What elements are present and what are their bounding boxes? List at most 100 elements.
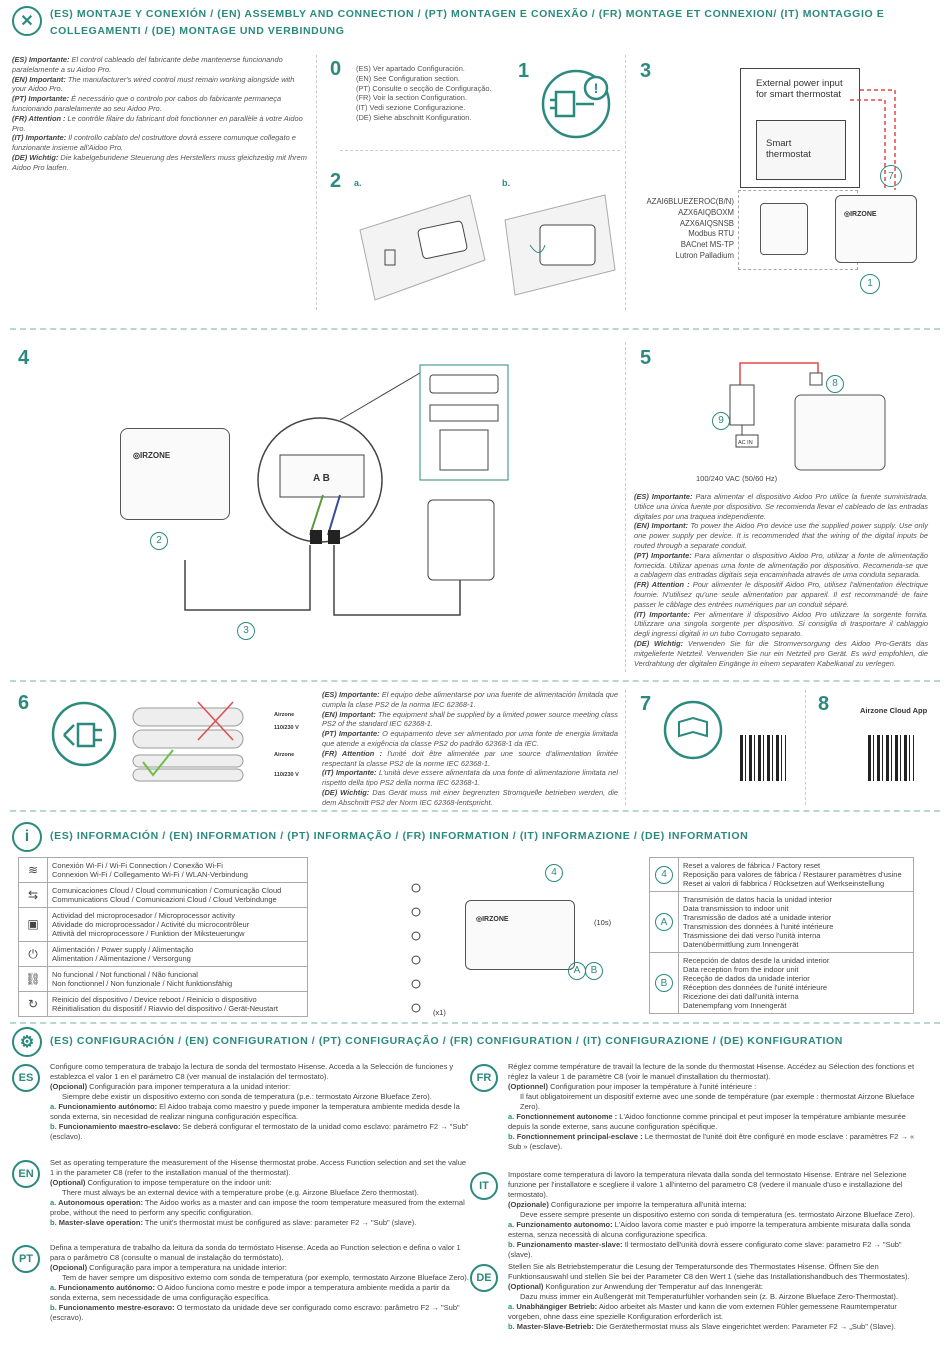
button-row-text: Transmissão de dados até a unidade inter… [683, 913, 832, 922]
led-row-text: Connexion Wi-Fi / Collegamento Wi-Fi / W… [52, 870, 248, 879]
step-5-text: (ES) Importante: Para alimentar el dispo… [634, 492, 928, 668]
lang-badge-fr: FR [470, 1064, 498, 1092]
button-row-text: Datenempfang vom Innengerät [683, 1001, 787, 1010]
led-table: ≋Conexión Wi-Fi / Wi-Fi Connection / Con… [18, 857, 308, 1017]
button-row-text: Receção de dados da unidade interior [683, 974, 810, 983]
config-block: Defina a temperatura de trabalho da leit… [50, 1243, 469, 1322]
note-paragraph: (ES) Importante: Para alimentar el dispo… [634, 492, 929, 521]
note-paragraph: (ES) Importante: El equipo debe alimenta… [322, 690, 618, 709]
aidoo-pro-device-4: ◎IRZONE [120, 428, 230, 520]
cable-volt-1: 110/230 V [274, 725, 299, 731]
wiring-diagram [184, 364, 509, 616]
led-row: ⇆Comunicaciones Cloud / Cloud communicat… [19, 883, 307, 908]
led-row-text: Conexión Wi-Fi / Wi-Fi Connection / Cone… [52, 861, 223, 870]
led-row-text: Non fonctionnel / Non funzionale / Nicht… [52, 979, 233, 988]
10s-label: (10s) [594, 918, 612, 927]
step-0-line: (DE) Siehe abschnitt Konfiguration. [356, 112, 472, 122]
model-item: AZAI6BLUEZEROC(B/N) [646, 197, 734, 206]
led-row: ⛓No funcional / Not functional / Não fun… [19, 967, 307, 992]
callout-7: 7 [880, 165, 902, 187]
config-title: (ES) CONFIGURACIÓN / (EN) CONFIGURATION … [50, 1035, 843, 1047]
note-paragraph: (IT) Importante: Per alimentare il dispo… [634, 609, 928, 639]
step-0-text: (ES) Ver apartado Configuración.(EN) See… [356, 64, 506, 123]
note-paragraph: (IT) Importante: Il controllo cablato de… [12, 133, 296, 153]
step-0-line: (FR) Voir la section Configuration. [356, 93, 467, 103]
manual-icon [663, 700, 723, 760]
led-row-text: No funcional / Not functional / Não func… [52, 970, 198, 979]
note-paragraph: (PT) Importante: O equipamento deve ser … [322, 729, 619, 748]
intro-notes: (ES) Importante: El control cableado del… [12, 55, 307, 173]
led-row-text: Alimentation / Alimentazione / Versorgun… [52, 954, 191, 963]
config-block: Impostare come temperatura di lavoro la … [508, 1170, 915, 1259]
led-row: ▣ Actividad del microprocesador / Micropr… [19, 908, 307, 942]
led-row-text: Comunicaciones Cloud / Cloud communicati… [52, 886, 282, 895]
note-paragraph: (PT) Importante: É necessário que o cont… [12, 94, 282, 113]
led-row-text: Réinitialisation du dispositif / Riavvio… [52, 1004, 278, 1013]
note-paragraph: (DE) Wichtig: Das Gerät muss mit einer b… [322, 787, 618, 807]
aidoo-pro-info-device: ◎IRZONE [465, 900, 575, 970]
led-row-text: Alimentación / Power supply / Alimentaçã… [52, 945, 194, 954]
callout-1: 1 [860, 273, 880, 294]
svg-text:!: ! [594, 80, 599, 96]
step-0-line: (EN) See Configuration section. [356, 73, 460, 83]
cpu-icon: ▣ [27, 917, 39, 931]
tools-icon: ✕ [12, 6, 42, 36]
step-2a-label: a. [354, 178, 362, 188]
button-row-text: Data transmission to indoor unit [683, 904, 789, 913]
smart-thermostat-label: Smart thermostat [766, 138, 811, 160]
cable-volt-2: 110/230 V [274, 772, 299, 778]
led-row-text: Reinicio del dispositivo / Device reboot… [52, 995, 257, 1004]
step-6-text: (ES) Importante: El equipo debe alimenta… [322, 690, 618, 808]
note-paragraph: (ES) Importante: El control cableado del… [12, 55, 283, 74]
model-item: Modbus RTU [688, 229, 734, 239]
callout-3: 3 [237, 621, 255, 640]
callout-2: 2 [150, 531, 168, 550]
button-row-text: Datenübermittlung zum Innengerät [683, 940, 799, 949]
model-item: BACnet MS-TP [680, 240, 734, 250]
button-row-text: Ricezione dei dati dall'unità interna [683, 992, 799, 1001]
section-header-config: ⚙ (ES) CONFIGURACIÓN / (EN) CONFIGURATIO… [12, 1027, 930, 1057]
unplug-icon: ! [541, 69, 611, 139]
wall-mount-illustration-b [504, 194, 616, 296]
note-paragraph: (DE) Wichtig: Verwenden Sie für die Stro… [634, 638, 928, 668]
aidoo-pro-device: ◎IRZONE [835, 195, 917, 263]
row-callout: 4 [655, 865, 673, 884]
wall-mount-illustration-a [359, 194, 486, 301]
button-row-text: Recepción de datos desde la unidad inter… [683, 956, 830, 965]
info-callout-a: A [568, 961, 586, 980]
section-header-info: i (ES) INFORMACIÓN / (EN) INFORMATION / … [12, 822, 930, 852]
step-5-number: 5 [640, 347, 652, 369]
section-header-assembly: ✕ (ES) MONTAJE Y CONEXIÓN / (EN) ASSEMBL… [12, 6, 930, 40]
external-power-label: External power input for smart thermosta… [756, 78, 843, 100]
row-callout: A [655, 913, 673, 931]
step-3-number: 3 [640, 60, 652, 82]
note-paragraph: (EN) Important: To power the Aidoo Pro d… [634, 521, 928, 550]
step-2-number: 2 [330, 170, 342, 192]
x1-label: (x1) [433, 1008, 446, 1017]
led-row-text: Actividad del microprocesador / Micropro… [52, 911, 235, 920]
note-paragraph: (FR) Attention : Le contrôle filaire du … [12, 113, 303, 133]
info-callout-4: 4 [545, 863, 563, 882]
button-row-text: Réception des données de l'unité intérie… [683, 983, 828, 992]
info-title: (ES) INFORMACIÓN / (EN) INFORMATION / (P… [50, 830, 749, 842]
button-row-text: Transmisión de datos hacia la unidad int… [683, 895, 832, 904]
terminal-ab-label: A B [313, 473, 330, 484]
lang-badge-it: IT [470, 1172, 498, 1200]
button-row: A Transmisión de datos hacia la unidad in… [650, 892, 913, 953]
step-7-number: 7 [640, 693, 652, 715]
led-panel [411, 883, 421, 1013]
led-row-text: Communications Cloud / Comunicazioni Clo… [52, 895, 277, 904]
qr-code-manual[interactable] [740, 735, 786, 781]
button-row-text: Trasmissione dei dati verso l'unità inte… [683, 931, 821, 940]
settings-icon: ⚙ [12, 1027, 42, 1057]
power-icon: ⏻ [28, 946, 38, 961]
section-title: (ES) MONTAJE Y CONEXIÓN / (EN) ASSEMBLY … [50, 8, 885, 37]
button-row-text: Reposição para valores de fábrica / Rest… [683, 870, 902, 879]
led-row-text: Atividade do microprocessador / Activité… [52, 920, 250, 929]
model-item: Lutron Palladium [675, 250, 734, 260]
red-wires [850, 89, 896, 190]
note-paragraph: (FR) Attention : Pour alimenter le dispo… [634, 580, 928, 609]
qr-code-app[interactable] [868, 735, 914, 781]
